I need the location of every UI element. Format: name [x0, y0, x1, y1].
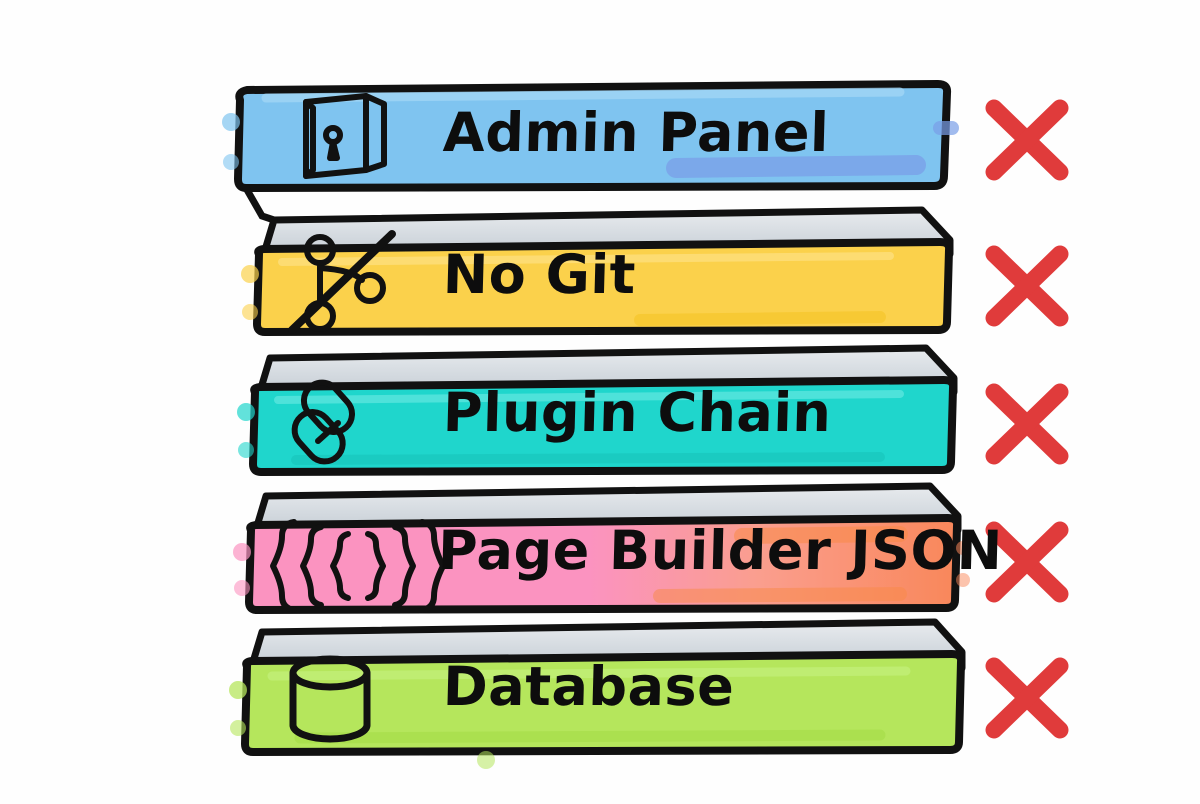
cross-mark-button-admin-panel[interactable] [986, 100, 1068, 180]
database-cylinder-icon [289, 655, 371, 743]
cross-mark-button-plugin-chain[interactable] [986, 384, 1068, 464]
layer-row-page-builder-json[interactable] [247, 486, 960, 612]
cross-mark-plugin-chain [985, 383, 1069, 465]
layer-row-plugin-chain[interactable] [251, 348, 956, 474]
git-branch-slashed-icon [288, 230, 396, 334]
door-keyhole-icon [303, 93, 387, 179]
cross-mark-admin-panel [985, 99, 1069, 181]
cross-mark-page-builder-json [985, 521, 1069, 603]
nested-braces-icon [270, 519, 446, 613]
cross-mark-no-git [985, 245, 1069, 327]
layer-shape-no-git [241, 206, 954, 336]
layer-row-no-git[interactable] [255, 210, 952, 334]
layer-shape-page-builder-json [233, 482, 970, 614]
chain-link-icon [291, 379, 355, 465]
layer-row-database[interactable] [243, 622, 964, 754]
cross-mark-button-database[interactable] [986, 658, 1068, 738]
layer-shape-plugin-chain [237, 344, 958, 476]
layer-shape-database [229, 618, 966, 769]
layer-row-admin-panel[interactable] [236, 82, 951, 190]
cross-mark-button-page-builder-json[interactable] [986, 522, 1068, 602]
cross-mark-database [985, 657, 1069, 739]
cross-mark-button-no-git[interactable] [986, 246, 1068, 326]
